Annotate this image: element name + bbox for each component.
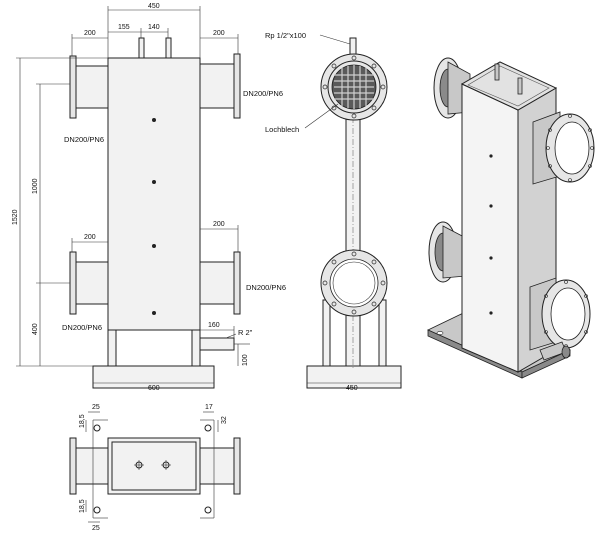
front-sensor-port-2: [152, 180, 156, 184]
side-bottom-flange-bolts: [322, 251, 386, 315]
front-right-bottom-flange: [233, 251, 241, 315]
top-right-nozzle: [199, 447, 235, 485]
dim-top-left-b: 18,5: [79, 414, 86, 428]
front-right-top-nozzle: [199, 63, 237, 109]
front-sensor-port-1: [152, 118, 156, 122]
side-right-leg: [378, 299, 387, 367]
perforated-plate-pattern: [334, 65, 374, 109]
dim-vent-spacing: 140: [148, 24, 160, 31]
front-main-body: [107, 57, 201, 331]
front-view: 450 155 140 200 200 200 200 160 1520 100…: [12, 3, 286, 392]
dim-overall-width: 450: [148, 3, 160, 10]
dim-total-height: 1520: [12, 209, 19, 225]
dim-left-top-nozzle: 200: [84, 30, 96, 37]
dim-bottom-left-b: 25: [92, 525, 100, 532]
label-right-top-nozzle: DN200/PN6: [243, 89, 283, 98]
front-right-bottom-nozzle: [199, 261, 237, 305]
front-vent-pipe-left: [138, 37, 145, 59]
top-view: 25 18,5 17 32 18,5 25: [69, 404, 241, 532]
dim-base-width: 600: [148, 385, 160, 392]
side-left-leg: [322, 299, 331, 367]
front-sensor-port-4: [152, 311, 156, 315]
dim-top-right-a: 17: [205, 404, 213, 411]
dim-top-right-b: 32: [221, 416, 228, 424]
dim-side-base-width: 450: [346, 385, 358, 392]
dim-bottom-left-a: 18,5: [79, 499, 86, 513]
front-right-leg: [191, 329, 201, 367]
front-drain-stub: [199, 337, 235, 351]
dim-right-bottom-nozzle: 200: [213, 221, 225, 228]
top-left-flange: [69, 437, 77, 495]
front-left-bottom-nozzle: [73, 261, 109, 305]
iso-body-top-face: [460, 61, 558, 111]
front-sensor-port-3: [152, 244, 156, 248]
front-base-plate: [92, 365, 215, 389]
front-right-top-flange: [233, 53, 241, 119]
label-drain-thread: R 2": [238, 328, 253, 337]
top-right-flange: [233, 437, 241, 495]
dim-drain-height: 100: [242, 354, 249, 366]
label-right-bottom-nozzle: DN200/PN6: [246, 283, 286, 292]
dim-vent-offset: 155: [118, 24, 130, 31]
front-vent-pipe-right: [165, 37, 172, 59]
dim-nozzle-spacing: 1000: [32, 178, 39, 194]
iso-body-front-face: [461, 83, 519, 373]
dim-right-top-nozzle: 200: [213, 30, 225, 37]
front-left-top-flange: [69, 55, 77, 119]
label-perforated-plate: Lochblech: [265, 125, 299, 134]
front-left-top-nozzle: [73, 65, 109, 109]
dim-drain-length: 160: [208, 322, 220, 329]
front-left-leg: [107, 329, 117, 367]
dim-bottom-nozzle-height: 400: [32, 323, 39, 335]
label-vent: Rp 1/2"x100: [265, 31, 306, 40]
label-left-bottom-nozzle: DN200/PN6: [62, 323, 102, 332]
isometric-view: [427, 57, 595, 379]
dim-left-bottom-nozzle: 200: [84, 234, 96, 241]
label-left-top-nozzle: DN200/PN6: [64, 135, 104, 144]
dim-top-left-a: 25: [92, 404, 100, 411]
front-left-bottom-flange: [69, 251, 77, 315]
top-main-body: [107, 437, 201, 495]
top-left-nozzle: [75, 447, 109, 485]
side-view: Rp 1/2"x100 Lochblech 450: [265, 31, 402, 392]
